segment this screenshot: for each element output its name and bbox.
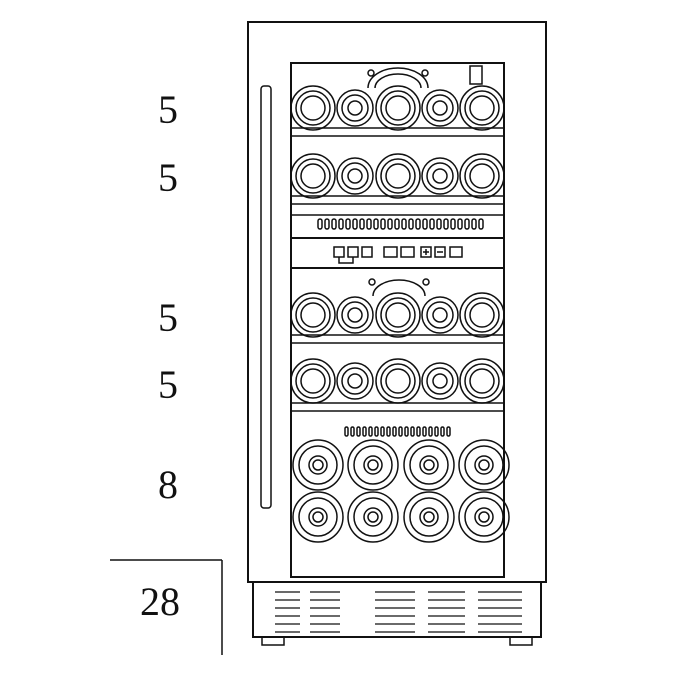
- vent-slot: [345, 218, 351, 230]
- bottle: [347, 439, 399, 491]
- unit-button-icon: [449, 246, 463, 258]
- bottle: [459, 85, 505, 131]
- bottle: [347, 491, 399, 543]
- vent-slot: [443, 218, 449, 230]
- zone-button-icon: [361, 246, 373, 258]
- minus-button-icon: [434, 246, 446, 258]
- light-switch-icon: [469, 65, 483, 85]
- vent-slot: [352, 218, 358, 230]
- display-upper-icon: [383, 246, 398, 258]
- vent-slot: [401, 218, 407, 230]
- vent-slot: [446, 426, 451, 437]
- vent-slot: [366, 218, 372, 230]
- bottle: [459, 153, 505, 199]
- base-grille: [252, 581, 542, 638]
- vent-slot: [436, 218, 442, 230]
- vent-slot: [331, 218, 337, 230]
- vent-slot: [380, 218, 386, 230]
- bottle: [459, 358, 505, 404]
- bottle: [421, 89, 459, 127]
- vent-slot: [440, 426, 445, 437]
- total-capacity: 28: [140, 579, 180, 624]
- vent-slot: [380, 426, 385, 437]
- bottle: [375, 358, 421, 404]
- vent-slot: [434, 426, 439, 437]
- vent-slot: [386, 426, 391, 437]
- vent-slot: [394, 218, 400, 230]
- light-button-icon: [347, 246, 359, 258]
- bottle: [421, 157, 459, 195]
- bottle: [336, 157, 374, 195]
- vent-slot: [338, 218, 344, 230]
- vent-slot: [344, 426, 349, 437]
- row-1-count: 5: [158, 87, 178, 132]
- vent-slot: [429, 218, 435, 230]
- vent-slot: [464, 218, 470, 230]
- vent-slot: [374, 426, 379, 437]
- bottle: [292, 491, 344, 543]
- power-button-icon: [333, 246, 345, 258]
- vent-slot: [387, 218, 393, 230]
- foot-right: [509, 636, 533, 646]
- vent-slot: [404, 426, 409, 437]
- bottle: [375, 292, 421, 338]
- vent-slot: [415, 218, 421, 230]
- vent-slot: [362, 426, 367, 437]
- vent-slot: [450, 218, 456, 230]
- bottle: [290, 85, 336, 131]
- vent-slot: [457, 218, 463, 230]
- vent-slot: [356, 426, 361, 437]
- bottle: [336, 296, 374, 334]
- shelves: [290, 127, 505, 412]
- vent-slot: [422, 426, 427, 437]
- bottle: [375, 153, 421, 199]
- row-2-count: 5: [158, 155, 178, 200]
- vent-slot: [398, 426, 403, 437]
- vent-slot: [373, 218, 379, 230]
- vent-slot: [324, 218, 330, 230]
- fan-icon: [368, 278, 430, 297]
- display-lower-icon: [400, 246, 415, 258]
- evaporator-vents: [317, 218, 484, 437]
- bottle: [336, 362, 374, 400]
- vent-slot: [428, 426, 433, 437]
- vent-slot: [368, 426, 373, 437]
- control-panel: [333, 246, 463, 264]
- glass-window: [290, 62, 505, 578]
- vent-slot: [478, 218, 484, 230]
- bottle: [290, 153, 336, 199]
- bottle: [458, 439, 510, 491]
- row-5-count: 8: [158, 462, 178, 507]
- vent-slot: [410, 426, 415, 437]
- row-4-count: 5: [158, 362, 178, 407]
- fan-icon: [367, 67, 429, 89]
- bottle: [458, 491, 510, 543]
- vent-slot: [408, 218, 414, 230]
- bottle: [421, 296, 459, 334]
- bottle: [459, 292, 505, 338]
- vent-slot: [471, 218, 477, 230]
- bottle: [403, 439, 455, 491]
- bottle: [290, 358, 336, 404]
- grille-slots: [275, 591, 522, 633]
- vent-slot: [392, 426, 397, 437]
- bottle: [290, 292, 336, 338]
- vent-slot: [359, 218, 365, 230]
- vent-slot: [317, 218, 323, 230]
- plus-button-icon: [420, 246, 432, 258]
- door-handle: [260, 85, 272, 509]
- vent-slot: [422, 218, 428, 230]
- bottles: [290, 85, 510, 543]
- row-3-count: 5: [158, 295, 178, 340]
- bottle: [375, 85, 421, 131]
- bottle: [403, 491, 455, 543]
- bottle: [421, 362, 459, 400]
- foot-left: [261, 636, 285, 646]
- bottle: [336, 89, 374, 127]
- vent-slot: [350, 426, 355, 437]
- vent-slot: [416, 426, 421, 437]
- bottle: [292, 439, 344, 491]
